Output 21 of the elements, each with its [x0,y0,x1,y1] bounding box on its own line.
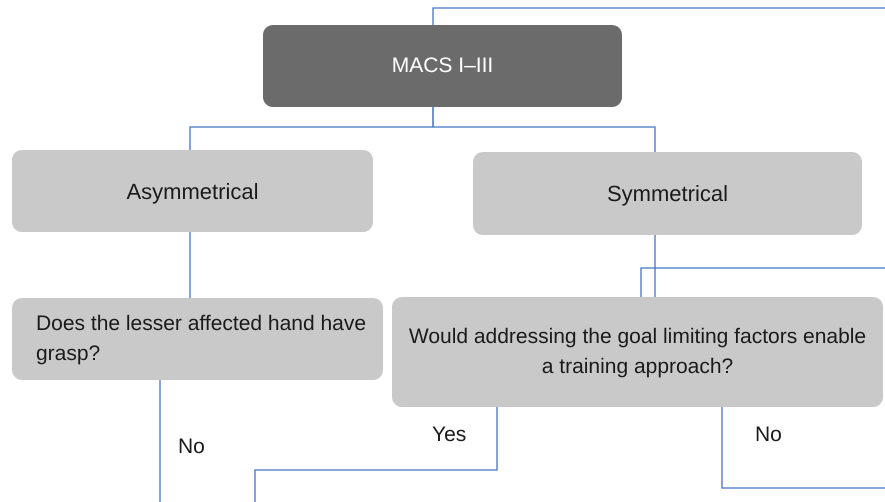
connector-line [254,407,498,502]
edge-label: No [178,436,205,457]
decision-box [12,298,383,380]
edge-label: Yes [432,424,466,445]
node-text: Does the lesser affected hand have grasp? [36,310,368,367]
node-text: Symmetrical [606,180,728,208]
connector-line [189,232,191,298]
connector-line [159,380,161,502]
process-box [473,152,862,235]
header-box [263,25,622,107]
connector-line [654,235,656,297]
node-text: Would addressing the goal limiting factors enable a training approach? [408,324,868,380]
connector-line [640,267,885,297]
connector-line [432,7,885,25]
connector-line [432,107,656,152]
decision-box [392,297,883,407]
node-text: Asymmetrical [126,178,258,206]
process-box [12,150,373,232]
edge-label: No [755,424,782,445]
connector-line [721,407,885,489]
node-text: MACS I–III [392,53,494,80]
